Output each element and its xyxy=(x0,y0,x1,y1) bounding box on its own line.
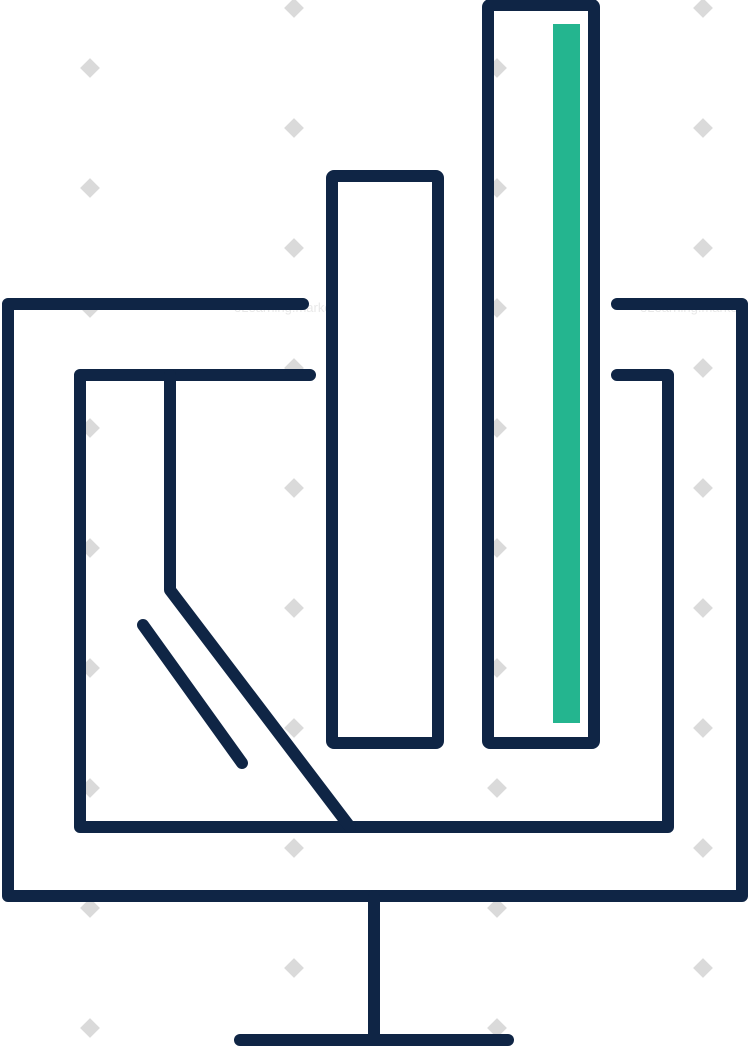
watermark-diamond xyxy=(693,0,713,18)
watermark-diamond xyxy=(284,238,304,258)
watermark-diamond xyxy=(693,118,713,138)
bar-middle xyxy=(326,170,444,749)
watermark-diamond xyxy=(693,958,713,978)
watermark-diamond xyxy=(487,898,507,918)
watermark-diamond xyxy=(80,1018,100,1038)
watermark-diamond xyxy=(693,718,713,738)
watermark-diamond xyxy=(487,778,507,798)
watermark-diamond xyxy=(80,58,100,78)
watermark-diamond xyxy=(487,1018,507,1038)
watermark-diamond xyxy=(80,178,100,198)
monitor-screen-frame xyxy=(74,369,674,833)
watermark-diamond xyxy=(693,358,713,378)
watermark-diamond xyxy=(284,958,304,978)
watermark-diamond xyxy=(693,838,713,858)
flask-outline xyxy=(164,369,356,833)
bar-tall xyxy=(482,0,600,749)
bar-tall-fill xyxy=(553,24,580,723)
monitor-outer-frame xyxy=(2,298,748,902)
watermark-diamond xyxy=(284,718,304,738)
watermark-diamond xyxy=(284,838,304,858)
watermark-diamond xyxy=(284,118,304,138)
watermark-diamond xyxy=(284,598,304,618)
watermark-diamond xyxy=(284,0,304,18)
watermark-diamond xyxy=(693,598,713,618)
watermark-diamond xyxy=(284,478,304,498)
watermark-diamond xyxy=(693,478,713,498)
watermark-diamond xyxy=(693,238,713,258)
flask-highlight-line xyxy=(137,619,248,769)
